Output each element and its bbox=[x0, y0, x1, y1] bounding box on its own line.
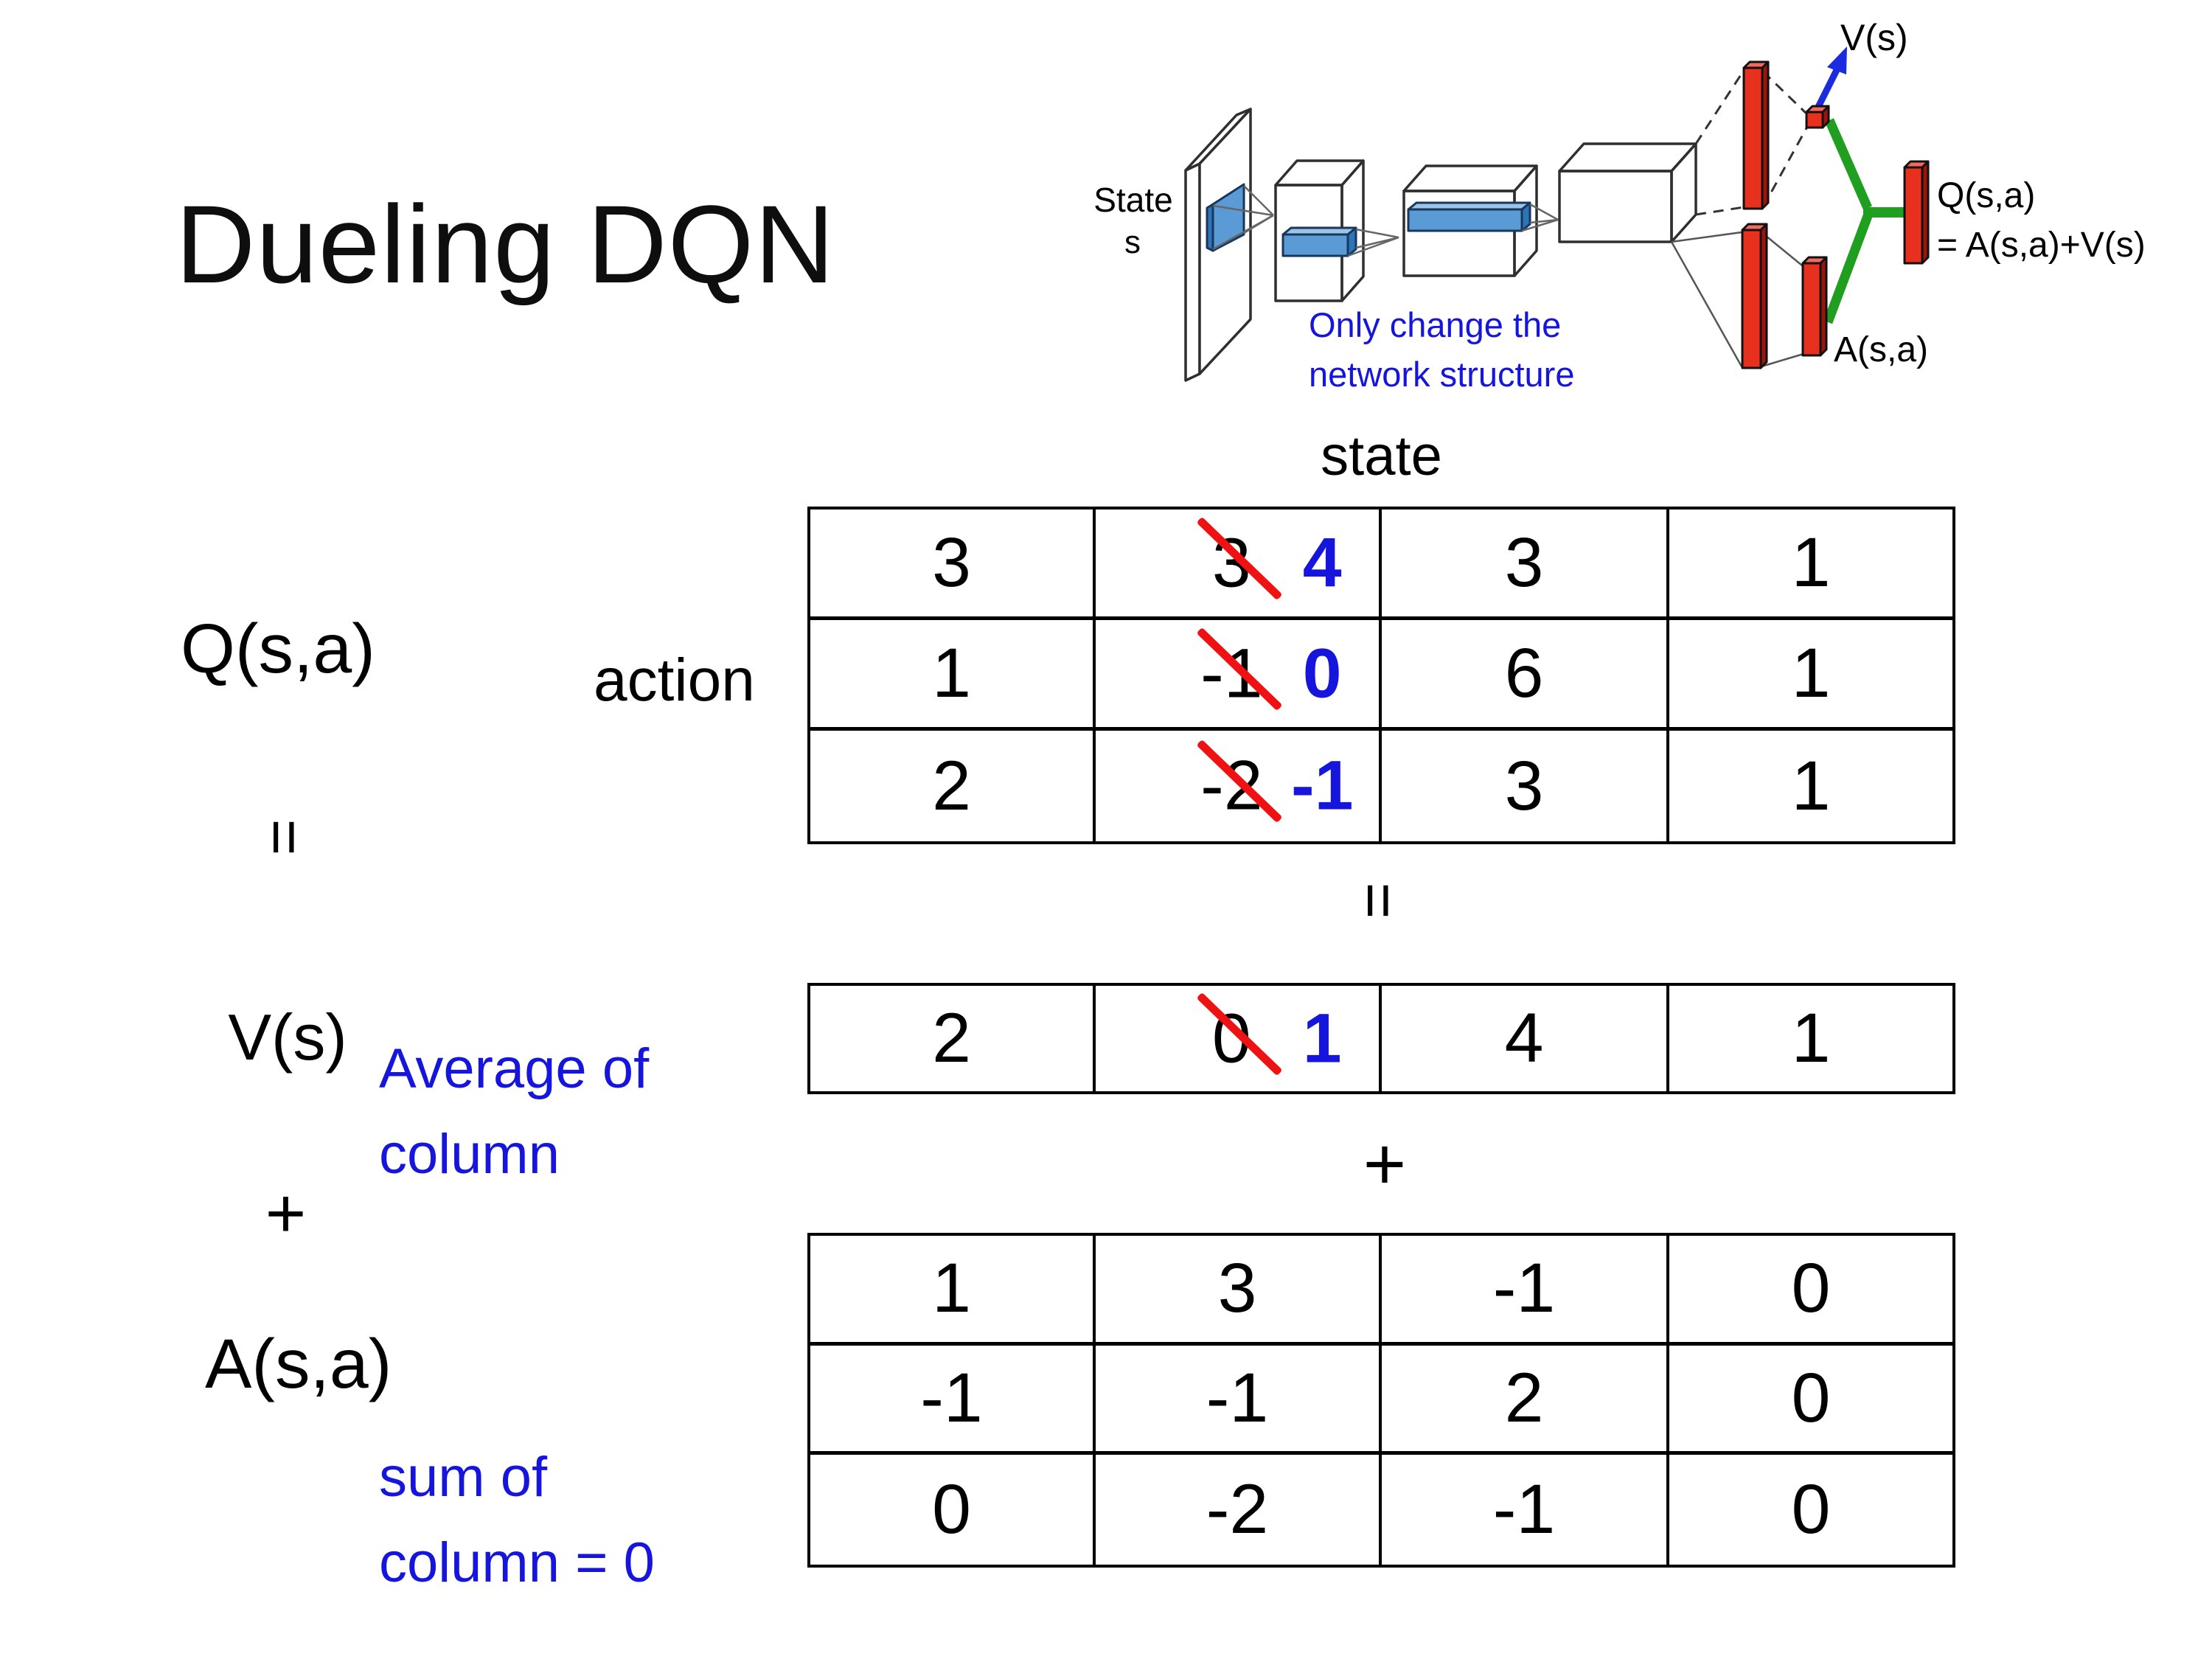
a-cell-r2c2: -1 bbox=[1096, 1345, 1382, 1455]
page-title: Dueling DQN bbox=[175, 182, 835, 306]
conv-feature-bar-3 bbox=[1407, 201, 1531, 232]
a-cell-r1c2: 3 bbox=[1096, 1236, 1382, 1346]
projection-lines-1 bbox=[1212, 185, 1274, 251]
a-cell-r3c4: 0 bbox=[1791, 1470, 1831, 1549]
q-cell-r3c4: 1 bbox=[1791, 746, 1831, 825]
q-r3-new-value: -1 bbox=[1290, 746, 1354, 825]
v-cell-c2-updated: 0 1 bbox=[1096, 986, 1382, 1091]
v-cell-c4: 1 bbox=[1791, 999, 1831, 1077]
q-cell-r3c1: 2 bbox=[810, 731, 1096, 841]
combine-connector bbox=[1823, 118, 1907, 324]
q-cell-r3c2-updated: -2 -1 bbox=[1096, 731, 1382, 841]
q-cell-r1c3: 3 bbox=[1382, 509, 1669, 620]
plus-sign-left: + bbox=[265, 1175, 307, 1253]
a-cell-r1c1: 1 bbox=[810, 1236, 1096, 1346]
q-cell-r2c1: 1 bbox=[810, 620, 1096, 731]
conv-feature-wedge bbox=[1206, 183, 1245, 252]
v-new-value: 1 bbox=[1302, 999, 1342, 1077]
sum-note-line2: column = 0 bbox=[379, 1531, 655, 1594]
q-cell-r2c2-updated: -1 0 bbox=[1096, 620, 1382, 731]
equals-sign-center: = bbox=[1343, 882, 1413, 919]
conv-box-4 bbox=[1558, 142, 1697, 243]
a-function-label: A(s,a) bbox=[205, 1325, 392, 1403]
action-axis-label: action bbox=[594, 647, 755, 714]
diagram-state-label: State bbox=[1093, 181, 1172, 219]
a-cell-r1c4: 0 bbox=[1669, 1236, 1952, 1346]
a-cell-r3c3: -1 bbox=[1382, 1455, 1669, 1565]
state-axis-label: state bbox=[1321, 425, 1442, 487]
a-cell-r2c4: 0 bbox=[1669, 1346, 1952, 1455]
average-note: Average of column bbox=[379, 1026, 649, 1197]
q-cell-r2c3: 6 bbox=[1382, 620, 1669, 731]
fc-dashed-lines bbox=[1694, 70, 1809, 216]
diagram-note-line1: Only change the bbox=[1309, 305, 1562, 344]
diagram-state-s: s bbox=[1124, 224, 1141, 260]
diagram-note-line2: network structure bbox=[1309, 354, 1575, 394]
q-r1-new-value: 4 bbox=[1302, 524, 1342, 602]
diagram-q-output-formula: = A(s,a)+V(s) bbox=[1937, 226, 2146, 265]
diagram-v-output-label: V(s) bbox=[1840, 17, 1908, 58]
sum-note-line1: sum of bbox=[379, 1446, 548, 1509]
projection-lines-2 bbox=[1347, 228, 1399, 257]
diagram-a-output-label: A(s,a) bbox=[1834, 330, 1928, 369]
a-cell-r2c1: -1 bbox=[810, 1345, 1096, 1455]
v-cell-c1: 2 bbox=[810, 986, 1096, 1091]
q-cell-r2c4: 1 bbox=[1669, 620, 1952, 731]
sum-note: sum of column = 0 bbox=[379, 1435, 655, 1605]
fc-layer-bars bbox=[1741, 60, 1930, 369]
equals-sign-left: = bbox=[249, 818, 319, 856]
a-cell-r1c3: -1 bbox=[1382, 1236, 1669, 1346]
v-function-label: V(s) bbox=[228, 1001, 347, 1074]
projection-lines-3 bbox=[1521, 203, 1559, 232]
average-note-line1: Average of bbox=[379, 1037, 650, 1100]
q-r2-new-value: 0 bbox=[1302, 634, 1342, 712]
a-cell-r2c3: 2 bbox=[1382, 1345, 1669, 1455]
fc-solid-lines bbox=[1670, 231, 1804, 368]
a-table: 1 3 -1 0 -1 -1 2 0 0 -2 -1 0 bbox=[807, 1233, 1955, 1568]
diagram-note: Only change the network structure bbox=[1309, 301, 1574, 399]
plus-sign-center: + bbox=[1363, 1123, 1407, 1206]
a-cell-r3c2: -2 bbox=[1096, 1455, 1382, 1565]
q-cell-r1c4: 1 bbox=[1669, 509, 1952, 620]
network-diagram: State s V(s) Q(s,a) = A(s,a)+V(s) A(s,a) bbox=[1093, 17, 2146, 382]
value-arrow bbox=[1814, 46, 1847, 111]
v-table: 2 0 1 4 1 bbox=[807, 983, 1955, 1094]
q-cell-r1c1: 3 bbox=[810, 509, 1096, 620]
v-cell-c3: 4 bbox=[1382, 986, 1669, 1091]
a-cell-r3c1: 0 bbox=[810, 1455, 1096, 1565]
q-cell-r3c3: 3 bbox=[1382, 731, 1669, 841]
conv-box-3 bbox=[1402, 164, 1538, 277]
average-note-line2: column bbox=[379, 1122, 560, 1186]
q-table: 3 3 4 3 1 1 -1 0 6 1 2 -2 -1 3 1 bbox=[807, 507, 1955, 844]
diagram-q-output-label: Q(s,a) bbox=[1937, 176, 2035, 215]
conv-feature-bar-2 bbox=[1281, 226, 1357, 257]
q-cell-r1c2-updated: 3 4 bbox=[1096, 509, 1382, 620]
q-function-label: Q(s,a) bbox=[181, 610, 375, 688]
